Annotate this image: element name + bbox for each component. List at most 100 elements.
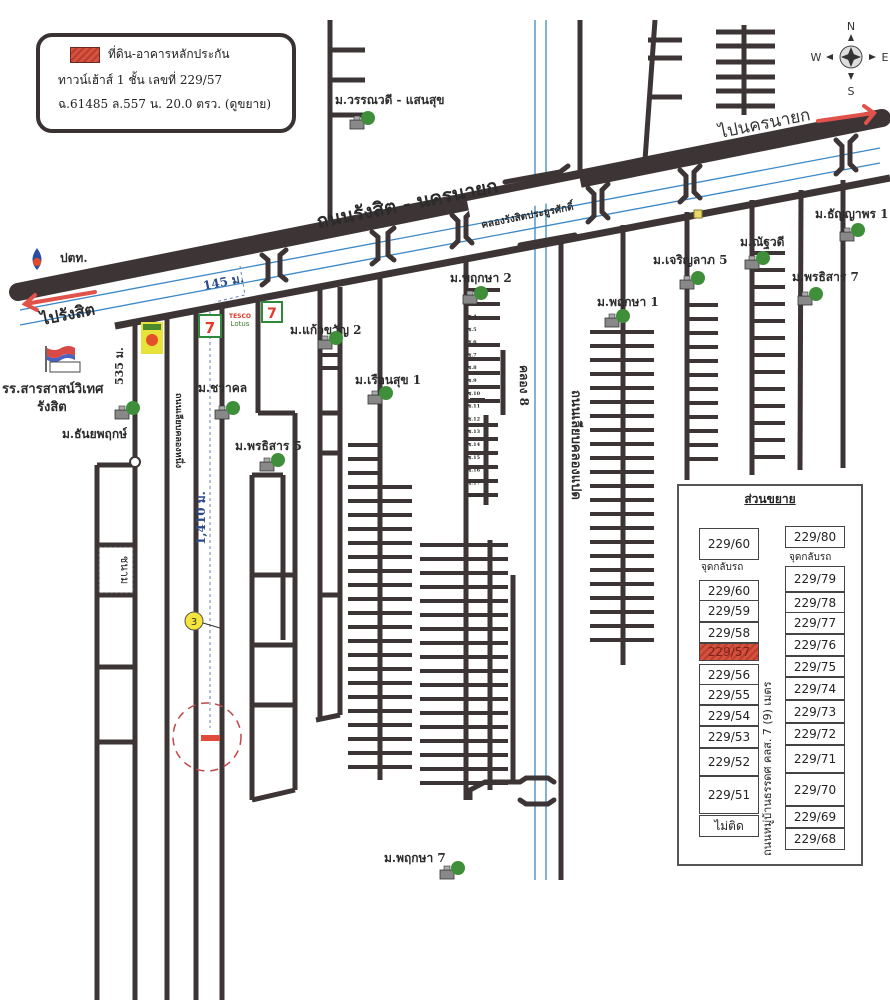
lot[interactable]: 229/72 [785, 723, 845, 745]
village-label-thanyaporn1: ม.ธัญญาพร 1 [815, 207, 888, 221]
villages: ม.วรรณวดี - แสนสุขม.ธันยพฤกษ์ม.ชวาคลม.พร… [62, 93, 888, 880]
school-label-1: รร.สารสาสน์วิเทศ [2, 381, 104, 397]
legend-box: ที่ดิน-อาคารหลักประกัน ทาวน์เฮ้าส์ 1 ชั้… [36, 33, 296, 133]
minimart-icon[interactable] [141, 322, 163, 354]
lot[interactable]: 229/60 [699, 528, 759, 560]
compass-n: N [847, 20, 855, 33]
temple-box [98, 546, 134, 594]
lot[interactable]: 229/68 [785, 828, 845, 850]
collateral-swatch [70, 46, 100, 63]
village-label-chawakol: ม.ชวาคล [198, 381, 247, 395]
lot[interactable]: 229/75 [785, 656, 845, 677]
distance-535: 535 ม. [113, 347, 126, 385]
u-turn-left: จุดกลับรถ [701, 562, 744, 573]
lot[interactable]: 229/60 [699, 580, 759, 601]
bridges [259, 133, 859, 807]
marker-3[interactable] [184, 611, 204, 631]
frontage-road [114, 174, 890, 330]
village-icon [214, 401, 240, 420]
canal-lines [19, 20, 881, 880]
seven-eleven-icon[interactable]: 7 [198, 314, 222, 338]
local-roads [94, 19, 846, 1000]
soi-label: ซ.9 [468, 378, 477, 384]
soi-label: ซ.10 [468, 391, 481, 397]
village-icon [317, 331, 343, 350]
village-icon [439, 861, 465, 880]
seven-eleven-icon-2[interactable]: 7 [261, 301, 283, 323]
school-label-2: รังสิต [37, 400, 67, 415]
main-road [9, 109, 890, 301]
legend-line-2: ฉ.61485 ล.557 น. 20.0 ตรว. (ดูขยาย) [58, 97, 271, 111]
village-icon [744, 251, 770, 270]
direction-arrows [21, 104, 877, 312]
selected-lot[interactable]: 229/57 [699, 643, 759, 661]
lot[interactable]: 229/59 [699, 600, 759, 622]
soi-label: ซ.5 [468, 327, 477, 333]
lot[interactable]: 229/58 [699, 622, 759, 643]
compass-icon [826, 34, 876, 80]
village-icon [462, 286, 488, 305]
target-property-marker[interactable] [201, 735, 220, 741]
village-label-thanyaphruek: ม.ธันยพฤกษ์ [62, 427, 127, 441]
soi-label: ซ.8 [468, 365, 477, 371]
soi-label: ซ.14 [468, 442, 481, 448]
soi-label: ซ.17 [468, 480, 481, 486]
lot[interactable]: 229/80 [785, 526, 845, 548]
lot[interactable]: 229/73 [785, 700, 845, 723]
legend-line-1: ทาวน์เฮ้าส์ 1 ชั้น เลขที่ 229/57 [58, 73, 223, 87]
ptt-icon [32, 248, 42, 270]
lot[interactable]: ไม่ติด [699, 815, 759, 837]
village-icon [604, 309, 630, 328]
roundabout [129, 456, 141, 468]
lot[interactable]: 229/56 [699, 664, 759, 685]
ptt-label: ปตท. [60, 251, 88, 265]
soi-label: ซ.13 [468, 429, 481, 435]
lot[interactable]: 229/78 [785, 592, 845, 613]
left-road-label: ถนนเลียบคลองหนึ่ง [173, 393, 186, 468]
lot[interactable]: 229/51 [699, 776, 759, 814]
lot[interactable]: 229/76 [785, 634, 845, 656]
klong8-road-label: ถนนเลียบคลองแปด [568, 390, 584, 500]
lot[interactable]: 229/71 [785, 745, 845, 773]
lot[interactable]: 229/52 [699, 748, 759, 776]
lot[interactable]: 229/70 [785, 773, 845, 806]
lot[interactable]: 229/54 [699, 705, 759, 726]
lot[interactable]: 229/74 [785, 677, 845, 700]
village-label-phruksa2: ม.พฤกษา 2 [450, 271, 512, 285]
village-icon [367, 386, 393, 405]
village-label-charoenlap5: ม.เจริญลาภ 5 [653, 253, 727, 267]
village-label-kaewkhwan2: ม.แก้วขวัญ 2 [290, 323, 362, 337]
village-label-ruensuk1: ม.เรือนสุข 1 [355, 373, 421, 388]
village-label-phruksa1: ม.พฤกษา 1 [597, 295, 659, 309]
route-line [209, 265, 246, 728]
village-label-phruksa7: ม.พฤกษา 7 [384, 851, 446, 865]
village-icon [259, 453, 285, 472]
village-icon [797, 287, 823, 306]
compass-w: W [811, 51, 822, 64]
target-circle [172, 702, 242, 772]
to-rangsit-label: ไปรังสิต [37, 300, 96, 330]
soi-labels: ซ.4ซ.5ซ.6ซ.7ซ.8ซ.9ซ.10ซ.11ซ.12ซ.13ซ.14ซ.… [468, 314, 481, 499]
village-label-nattawadi: ม.ณัฐวดี [740, 235, 785, 250]
school-icon [45, 346, 81, 373]
soi-label: ซ.7 [468, 352, 477, 358]
svg-text:7: 7 [205, 319, 215, 337]
lot[interactable]: 229/79 [785, 566, 845, 592]
soi-ribs [320, 251, 785, 785]
lot[interactable]: 229/77 [785, 612, 845, 634]
temple-label: ชนาม [118, 556, 131, 584]
soi-label: ซ.11 [468, 404, 480, 410]
extension-title: ส่วนขยาย [744, 492, 796, 506]
lot[interactable]: 229/55 [699, 684, 759, 705]
soi-label: ซ.12 [468, 416, 481, 422]
village-icon [679, 271, 705, 290]
seven-eleven-icon-3[interactable] [693, 209, 703, 219]
lot[interactable]: 229/53 [699, 726, 759, 748]
legend-swatch-label: ที่ดิน-อาคารหลักประกัน [108, 47, 230, 61]
lot[interactable]: 229/69 [785, 806, 845, 828]
svg-text:7: 7 [267, 306, 277, 322]
tesco-lotus-icon[interactable]: TESCO Lotus [229, 313, 251, 328]
village-label-wannawadi: ม.วรรณวดี - แสนสุข [335, 93, 445, 108]
